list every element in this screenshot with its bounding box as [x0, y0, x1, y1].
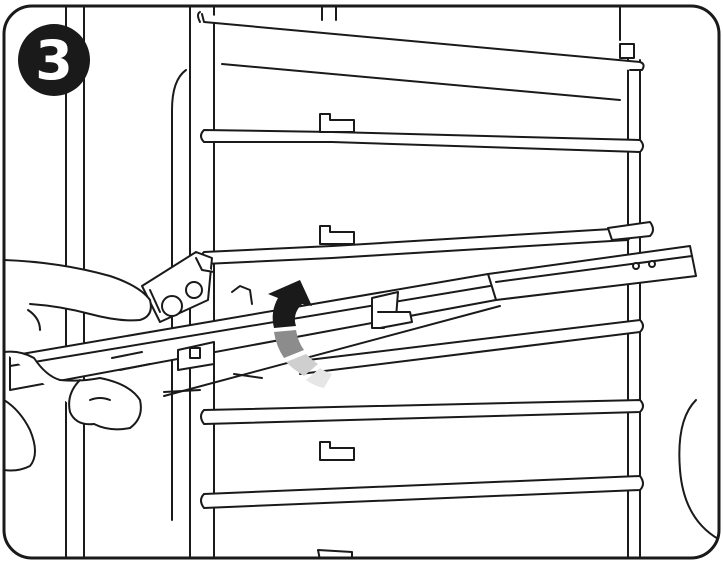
shelf-hooks	[317, 43, 654, 558]
shelf-rail-4	[299, 319, 644, 375]
shelf-rail-2	[200, 129, 644, 153]
curved-up-arrow-icon	[268, 280, 332, 388]
shelf-rail-3	[200, 227, 632, 265]
shelf-rail-6	[200, 475, 644, 509]
hand	[4, 259, 152, 472]
shelf-rails	[197, 11, 645, 509]
panel-border	[2, 4, 721, 560]
telescopic-runner	[9, 245, 697, 397]
shelf-rail-1	[201, 13, 645, 71]
step-number: 3	[35, 29, 73, 92]
shelf-rail-5	[200, 399, 644, 425]
runner-clip	[141, 251, 215, 323]
step-badge: 3	[18, 24, 90, 96]
